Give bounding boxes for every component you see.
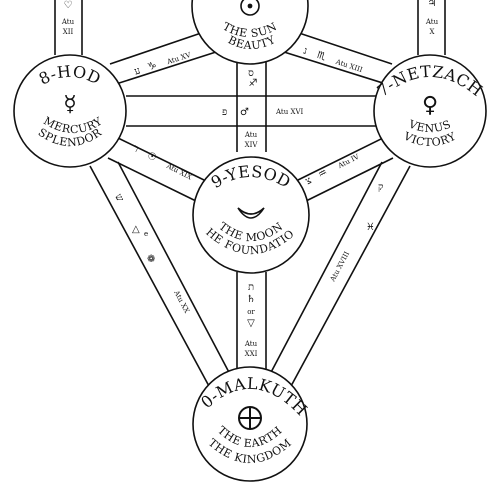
xiv-letter: ס [248, 68, 254, 79]
aquarius-icon: ♒ [316, 167, 329, 181]
path-atu-x [417, 0, 446, 55]
sagittarius-icon: ♐ [249, 78, 258, 89]
xx-sign2: e [144, 230, 148, 238]
netzach-label-line1: VENUS [406, 117, 453, 135]
path-atu-xix [107, 137, 205, 203]
xxi-atu: Atu [244, 340, 258, 348]
venus-icon: ♀ [422, 93, 438, 118]
xix-letter: ר [131, 143, 140, 155]
xvi-atu: Atu XVI [275, 108, 304, 116]
sephira-sun: THE SUN BEAUTY [191, 0, 309, 65]
xviii-atu: Atu XVIII [328, 250, 351, 284]
xv-letter: ע [133, 65, 142, 77]
path-atu-xiii [283, 29, 393, 85]
sun-icon [240, 0, 260, 16]
earth-triangle-icon: ▽ [247, 318, 255, 329]
x-atu: Atu [425, 18, 439, 26]
path-atu-xviii [267, 161, 411, 389]
path-atu-xii [54, 0, 83, 55]
mercury-icon: ☿ [63, 92, 77, 117]
sephira-hod: 8-HOD ☿ MERCURY SPLENDOR [13, 54, 127, 168]
spirit-wheel-icon: ❁ [147, 254, 155, 265]
xx-atu: Atu XX [172, 288, 191, 314]
xii-atu: Atu [61, 18, 75, 26]
xx-letter: ש [112, 192, 125, 203]
xii-num: XII [63, 28, 74, 36]
path-atu-xxi [236, 272, 267, 372]
path-atu-xvi [126, 95, 376, 127]
sephira-netzach: 7-NETZACH ♀ VENUS VICTORY [373, 54, 487, 168]
path-atu-xx [89, 161, 233, 389]
xxi-letter: ת [248, 282, 254, 293]
sun-label-line2: BEAUTY [226, 33, 278, 52]
xviii-letter: ק [378, 182, 383, 193]
mars-icon: ♂ [240, 107, 249, 118]
xix-atu: Atu XIX [164, 162, 193, 182]
xxi-or: or [247, 308, 255, 316]
iv-letter: צ [304, 175, 314, 187]
sun-label-line1: THE SUN [221, 20, 280, 40]
xiv-atu: Atu [244, 131, 258, 139]
fire-triangle-icon: △ [132, 224, 140, 235]
moon-icon [237, 207, 265, 219]
x-sign-icon: ♃ [428, 0, 437, 9]
saturn-icon: ♄ [247, 294, 256, 305]
x-num: X [430, 28, 435, 36]
earth-icon [238, 406, 262, 430]
netzach-label-line2: VICTORY [401, 129, 459, 149]
path-atu-xv [109, 29, 217, 85]
xiv-num: XIV [245, 141, 259, 149]
xvi-letter: פ [222, 107, 227, 118]
pisces-icon: ♓ [366, 222, 375, 233]
scorpio-icon: ♏ [315, 50, 327, 63]
capricorn-icon: ♑ [146, 60, 158, 73]
path-atu-iv [297, 137, 394, 203]
xxi-num: XXI [245, 350, 258, 358]
xiii-letter: נ [302, 46, 309, 57]
xii-heart-icon: ♡ [64, 0, 73, 11]
